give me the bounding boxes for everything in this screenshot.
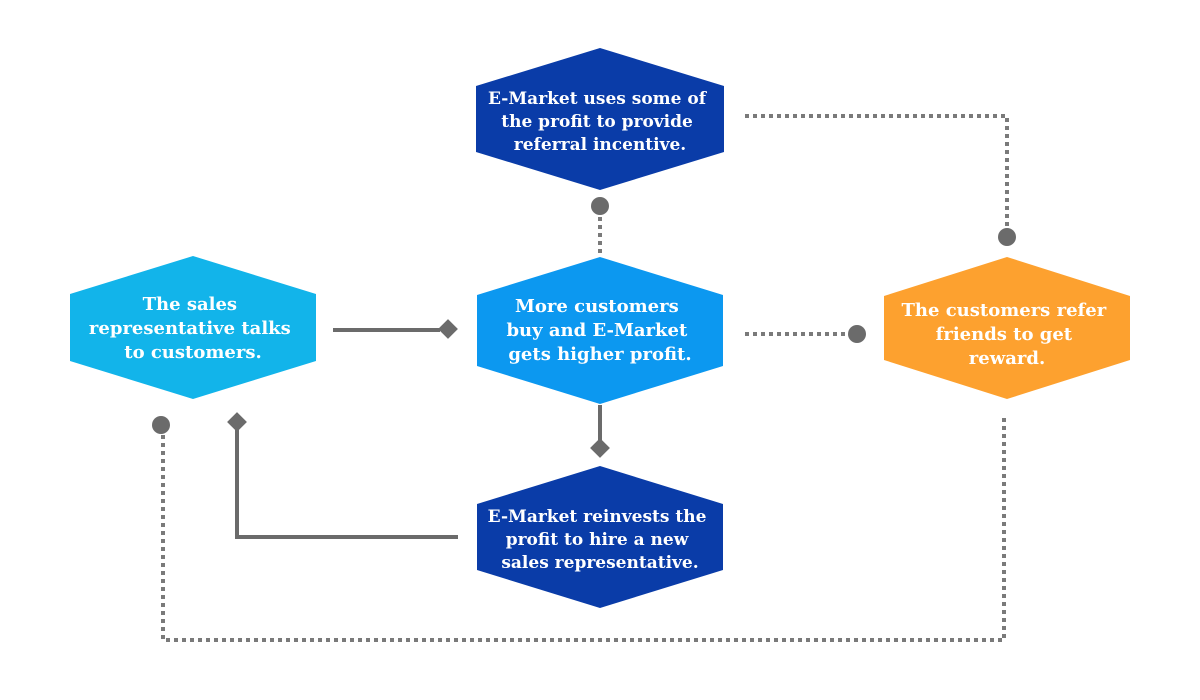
node-referral-incentive-text: E-Market uses some of the profit to prov… — [488, 89, 712, 155]
connector-center-to-bottom — [590, 405, 610, 458]
connector-right-to-left-loop — [152, 416, 1006, 642]
node-text-line: sales representative. — [501, 553, 698, 573]
node-shape — [884, 257, 1130, 399]
node-text-line: reward. — [969, 348, 1045, 369]
node-shape — [476, 48, 724, 190]
node-text-line: E-Market reinvests the — [488, 507, 707, 527]
node-text-line: the profit to provide — [501, 112, 693, 132]
connector-center-to-top — [591, 197, 609, 253]
node-shape — [477, 257, 723, 404]
node-higher-profit-text: More customers buy and E-Market gets hig… — [506, 296, 693, 365]
node-reinvest-profit: E-Market reinvests the profit to hire a … — [477, 466, 723, 608]
node-text-line: The sales — [143, 294, 237, 315]
node-text-line: E-Market uses some of — [488, 89, 708, 109]
node-sales-representative: The sales representative talks to custom… — [70, 256, 316, 399]
node-text-line: The customers refer — [902, 300, 1107, 321]
node-text-line: friends to get — [936, 324, 1073, 345]
connector-bottom-to-left — [227, 412, 458, 539]
node-customers-refer: The customers refer friends to get rewar… — [884, 257, 1130, 399]
connector-left-to-center — [333, 319, 458, 339]
node-shape — [70, 256, 316, 399]
node-referral-incentive: E-Market uses some of the profit to prov… — [476, 48, 724, 190]
connector-top-to-right — [745, 114, 1016, 246]
node-text-line: to customers. — [124, 342, 261, 363]
connector-center-to-right — [745, 325, 866, 343]
node-sales-representative-text: The sales representative talks to custom… — [89, 294, 297, 363]
node-higher-profit: More customers buy and E-Market gets hig… — [477, 257, 723, 404]
node-text-line: referral incentive. — [514, 135, 686, 155]
node-customers-refer-text: The customers refer friends to get rewar… — [902, 300, 1113, 369]
node-text-line: More customers — [515, 296, 679, 317]
node-text-line: buy and E-Market — [506, 320, 688, 341]
node-reinvest-profit-text: E-Market reinvests the profit to hire a … — [488, 507, 713, 573]
node-text-line: representative talks — [89, 318, 291, 339]
node-text-line: profit to hire a new — [506, 530, 689, 550]
node-shape — [477, 466, 723, 608]
node-text-line: gets higher profit. — [508, 344, 691, 365]
